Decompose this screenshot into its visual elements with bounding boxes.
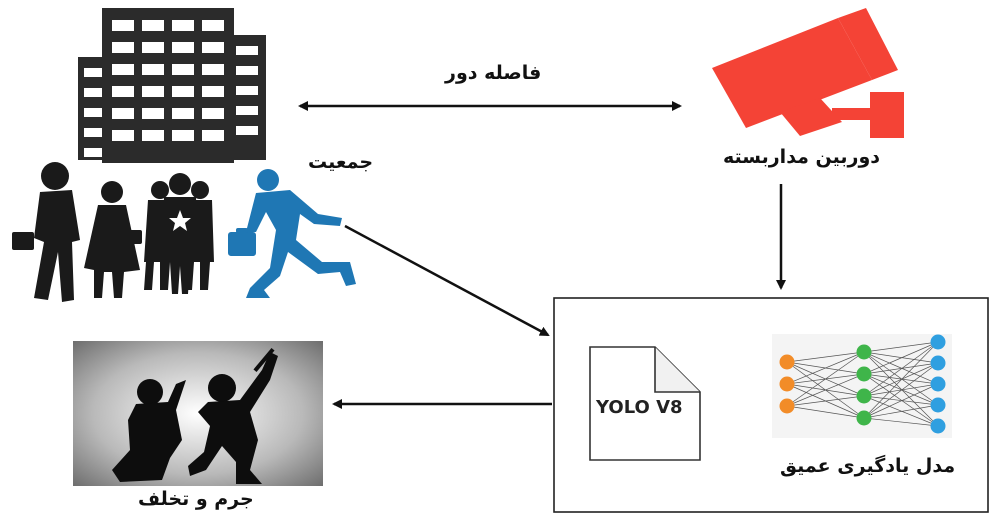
nn-edge	[863, 404, 939, 419]
neural-network-icon	[772, 334, 952, 438]
nn-node	[779, 354, 795, 370]
nn-edge	[786, 373, 865, 407]
nn-node	[930, 418, 946, 434]
building-window	[202, 86, 224, 97]
building-window	[236, 66, 258, 75]
crime-label: جرم و تخلف	[138, 488, 254, 510]
building-window	[202, 130, 224, 141]
building-window	[142, 86, 164, 97]
building-window	[172, 108, 194, 119]
building-window	[172, 42, 194, 53]
building-window	[84, 88, 102, 97]
cctv-label: دوربین مداربسته	[723, 146, 881, 168]
nn-node	[856, 344, 872, 360]
nn-node	[779, 398, 795, 414]
crowd-label: جمعیت	[308, 151, 374, 173]
cctv-camera-icon	[712, 8, 904, 138]
model-label: مدل یادگیری عمیق	[780, 455, 956, 477]
nn-edge	[786, 351, 865, 385]
building-window	[236, 46, 258, 55]
building-window	[236, 126, 258, 135]
nn-edge	[863, 362, 939, 419]
building-window	[236, 106, 258, 115]
building-window	[202, 20, 224, 31]
nn-edge	[863, 395, 939, 406]
yolo-label: YOLO V8	[596, 397, 683, 418]
nn-edge	[863, 351, 939, 364]
running-man-icon	[228, 169, 356, 298]
building-icon	[78, 8, 266, 163]
building-window	[202, 42, 224, 53]
document-icon	[589, 346, 701, 461]
nn-edge	[786, 395, 865, 407]
nn-edge	[863, 373, 939, 406]
nn-node	[930, 397, 946, 413]
nn-edge	[863, 341, 939, 375]
building-window	[112, 86, 134, 97]
nn-edge	[863, 351, 939, 385]
nn-edge	[863, 341, 939, 419]
nn-node	[930, 334, 946, 350]
building-window	[112, 20, 134, 31]
building-window	[202, 108, 224, 119]
nn-edge	[863, 351, 939, 406]
building-window	[172, 20, 194, 31]
building-window	[112, 42, 134, 53]
building-window	[84, 68, 102, 77]
building-window	[84, 108, 102, 117]
nn-node	[930, 355, 946, 371]
fight-silhouette-icon	[73, 341, 323, 486]
nn-edge	[863, 341, 939, 397]
nn-edge	[863, 341, 939, 353]
nn-node	[930, 376, 946, 392]
nn-node	[856, 410, 872, 426]
nn-edge	[863, 383, 939, 419]
building-window	[172, 64, 194, 75]
building-window	[112, 64, 134, 75]
nn-edge	[786, 405, 865, 419]
nn-edge	[863, 383, 939, 397]
building-window	[236, 86, 258, 95]
nn-edge	[863, 351, 939, 427]
nn-edge	[863, 395, 939, 427]
nn-node	[779, 376, 795, 392]
nn-edge	[863, 373, 939, 385]
building-window	[142, 130, 164, 141]
building-window	[172, 86, 194, 97]
crowd-to-model-arrow	[344, 224, 550, 337]
nn-edge	[786, 351, 865, 363]
building-window	[142, 64, 164, 75]
building-window	[84, 128, 102, 137]
nn-edge	[786, 351, 865, 407]
nn-edge	[863, 373, 939, 427]
nn-node	[856, 388, 872, 404]
nn-node	[856, 366, 872, 382]
building-window	[202, 64, 224, 75]
nn-edge	[863, 417, 939, 427]
nn-edge	[863, 362, 939, 375]
building-window	[112, 108, 134, 119]
building-window	[142, 20, 164, 31]
building-window	[112, 130, 134, 141]
distance-label: فاصله دور	[445, 62, 542, 84]
building-window	[84, 148, 102, 157]
building-window	[172, 130, 194, 141]
building-window	[142, 42, 164, 53]
building-window	[142, 108, 164, 119]
people-icon	[12, 162, 214, 302]
